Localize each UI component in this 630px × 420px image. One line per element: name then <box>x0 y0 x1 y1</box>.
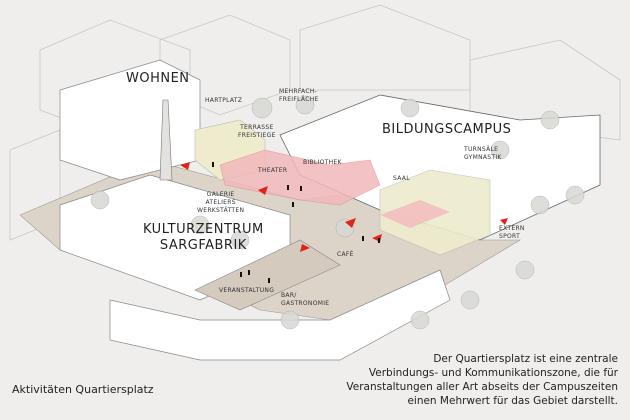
area-bildungscampus: BILDUNGSCAMPUS <box>382 122 512 137</box>
label-hartplatz: HARTPLATZ <box>205 97 243 104</box>
caption-text: Der Quartiersplatz ist eine zentrale Ver… <box>346 353 618 407</box>
label-cafe: CAFÉ <box>337 251 354 258</box>
label-extern-sport: EXTERN SPORT <box>499 225 525 240</box>
label-terrasse: TERRASSE FREISTIEGE <box>238 124 276 139</box>
diagram-title: Aktivitäten Quartiersplatz <box>12 383 154 396</box>
area-kulturzentrum: KULTURZENTRUM SARGFABRIK <box>143 222 264 253</box>
chimney <box>159 99 173 181</box>
label-theater: THEATER <box>258 167 288 174</box>
people-figures <box>212 162 380 283</box>
label-saal: SAAL <box>393 175 410 182</box>
label-veranstaltung: VERANSTALTUNG <box>219 287 275 294</box>
area-wohnen: WOHNEN <box>126 71 190 86</box>
south-building <box>109 269 451 361</box>
label-turnsaele: TURNSÄLE GYMNASTIK <box>464 146 502 161</box>
veranstaltung-court <box>194 239 341 311</box>
label-bibliothek: BIBLIOTHEK <box>303 159 342 166</box>
label-galerie: GALERIE ATELIERS WERKSTÄTTEN <box>197 191 245 214</box>
saal-pink-area <box>380 200 450 228</box>
label-bar: BAR/ GASTRONOMIE <box>281 292 330 307</box>
label-mehrfach: MEHRFACH- FREIFLÄCHE <box>279 88 319 103</box>
trees <box>90 95 585 330</box>
